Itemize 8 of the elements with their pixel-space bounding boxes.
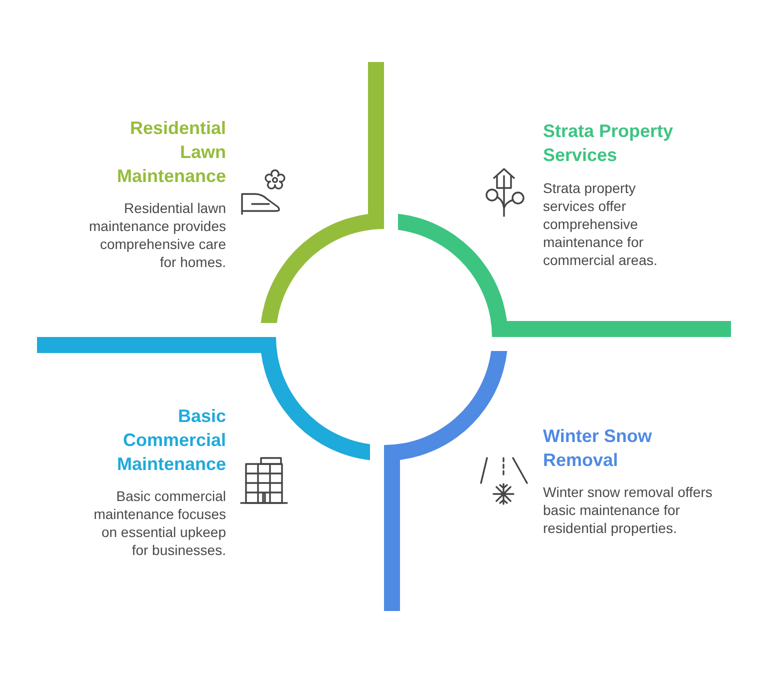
- description: Basic commercial maintenance focuses on essential upkeep for businesses.: [92, 487, 226, 559]
- heading: Basic Commercial Maintenance: [116, 405, 226, 476]
- description: Residential lawn maintenance provides comprehensive care for homes.: [88, 199, 226, 271]
- heading: Residential Lawn Maintenance: [116, 117, 226, 188]
- description: Winter snow removal offers basic maintenance for residential properties.: [543, 483, 714, 537]
- heading: Winter Snow Removal: [543, 425, 653, 472]
- heading: Strata Property Services: [543, 120, 674, 167]
- description: Strata property services offer comprehensive maintenance for commercial areas.: [543, 179, 658, 269]
